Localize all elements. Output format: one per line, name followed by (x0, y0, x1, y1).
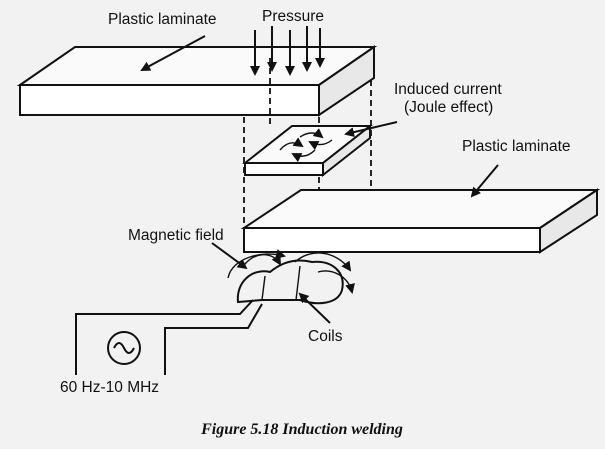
leader-magnetic-field (211, 242, 248, 270)
ac-source-icon (107, 331, 141, 365)
label-pressure: Pressure (262, 8, 324, 25)
induction-coil (236, 259, 344, 305)
pressure-arrows (250, 26, 325, 76)
label-plastic-laminate-bottom: Plastic laminate (462, 138, 571, 155)
figure-caption: Figure 5.18 Induction welding (200, 421, 403, 438)
leader-coils (298, 292, 331, 324)
magnetic-field-lines (227, 249, 355, 294)
coil-wiring (75, 299, 263, 375)
label-plastic-laminate-top: Plastic laminate (108, 11, 217, 28)
label-frequency: 60 Hz-10 MHz (60, 379, 159, 396)
leader-plastic-laminate-bottom (470, 164, 499, 198)
upper-plastic-laminate (16, 45, 378, 117)
label-joule-effect: (Joule effect) (404, 99, 493, 116)
label-induced-current: Induced current (394, 81, 502, 98)
weld-insert-plate (242, 123, 373, 178)
label-coils: Coils (308, 328, 343, 345)
leader-plastic-laminate-top (140, 35, 206, 71)
leader-induced-current (344, 121, 398, 138)
label-magnetic-field: Magnetic field (128, 227, 224, 244)
lower-plastic-laminate (240, 188, 601, 254)
